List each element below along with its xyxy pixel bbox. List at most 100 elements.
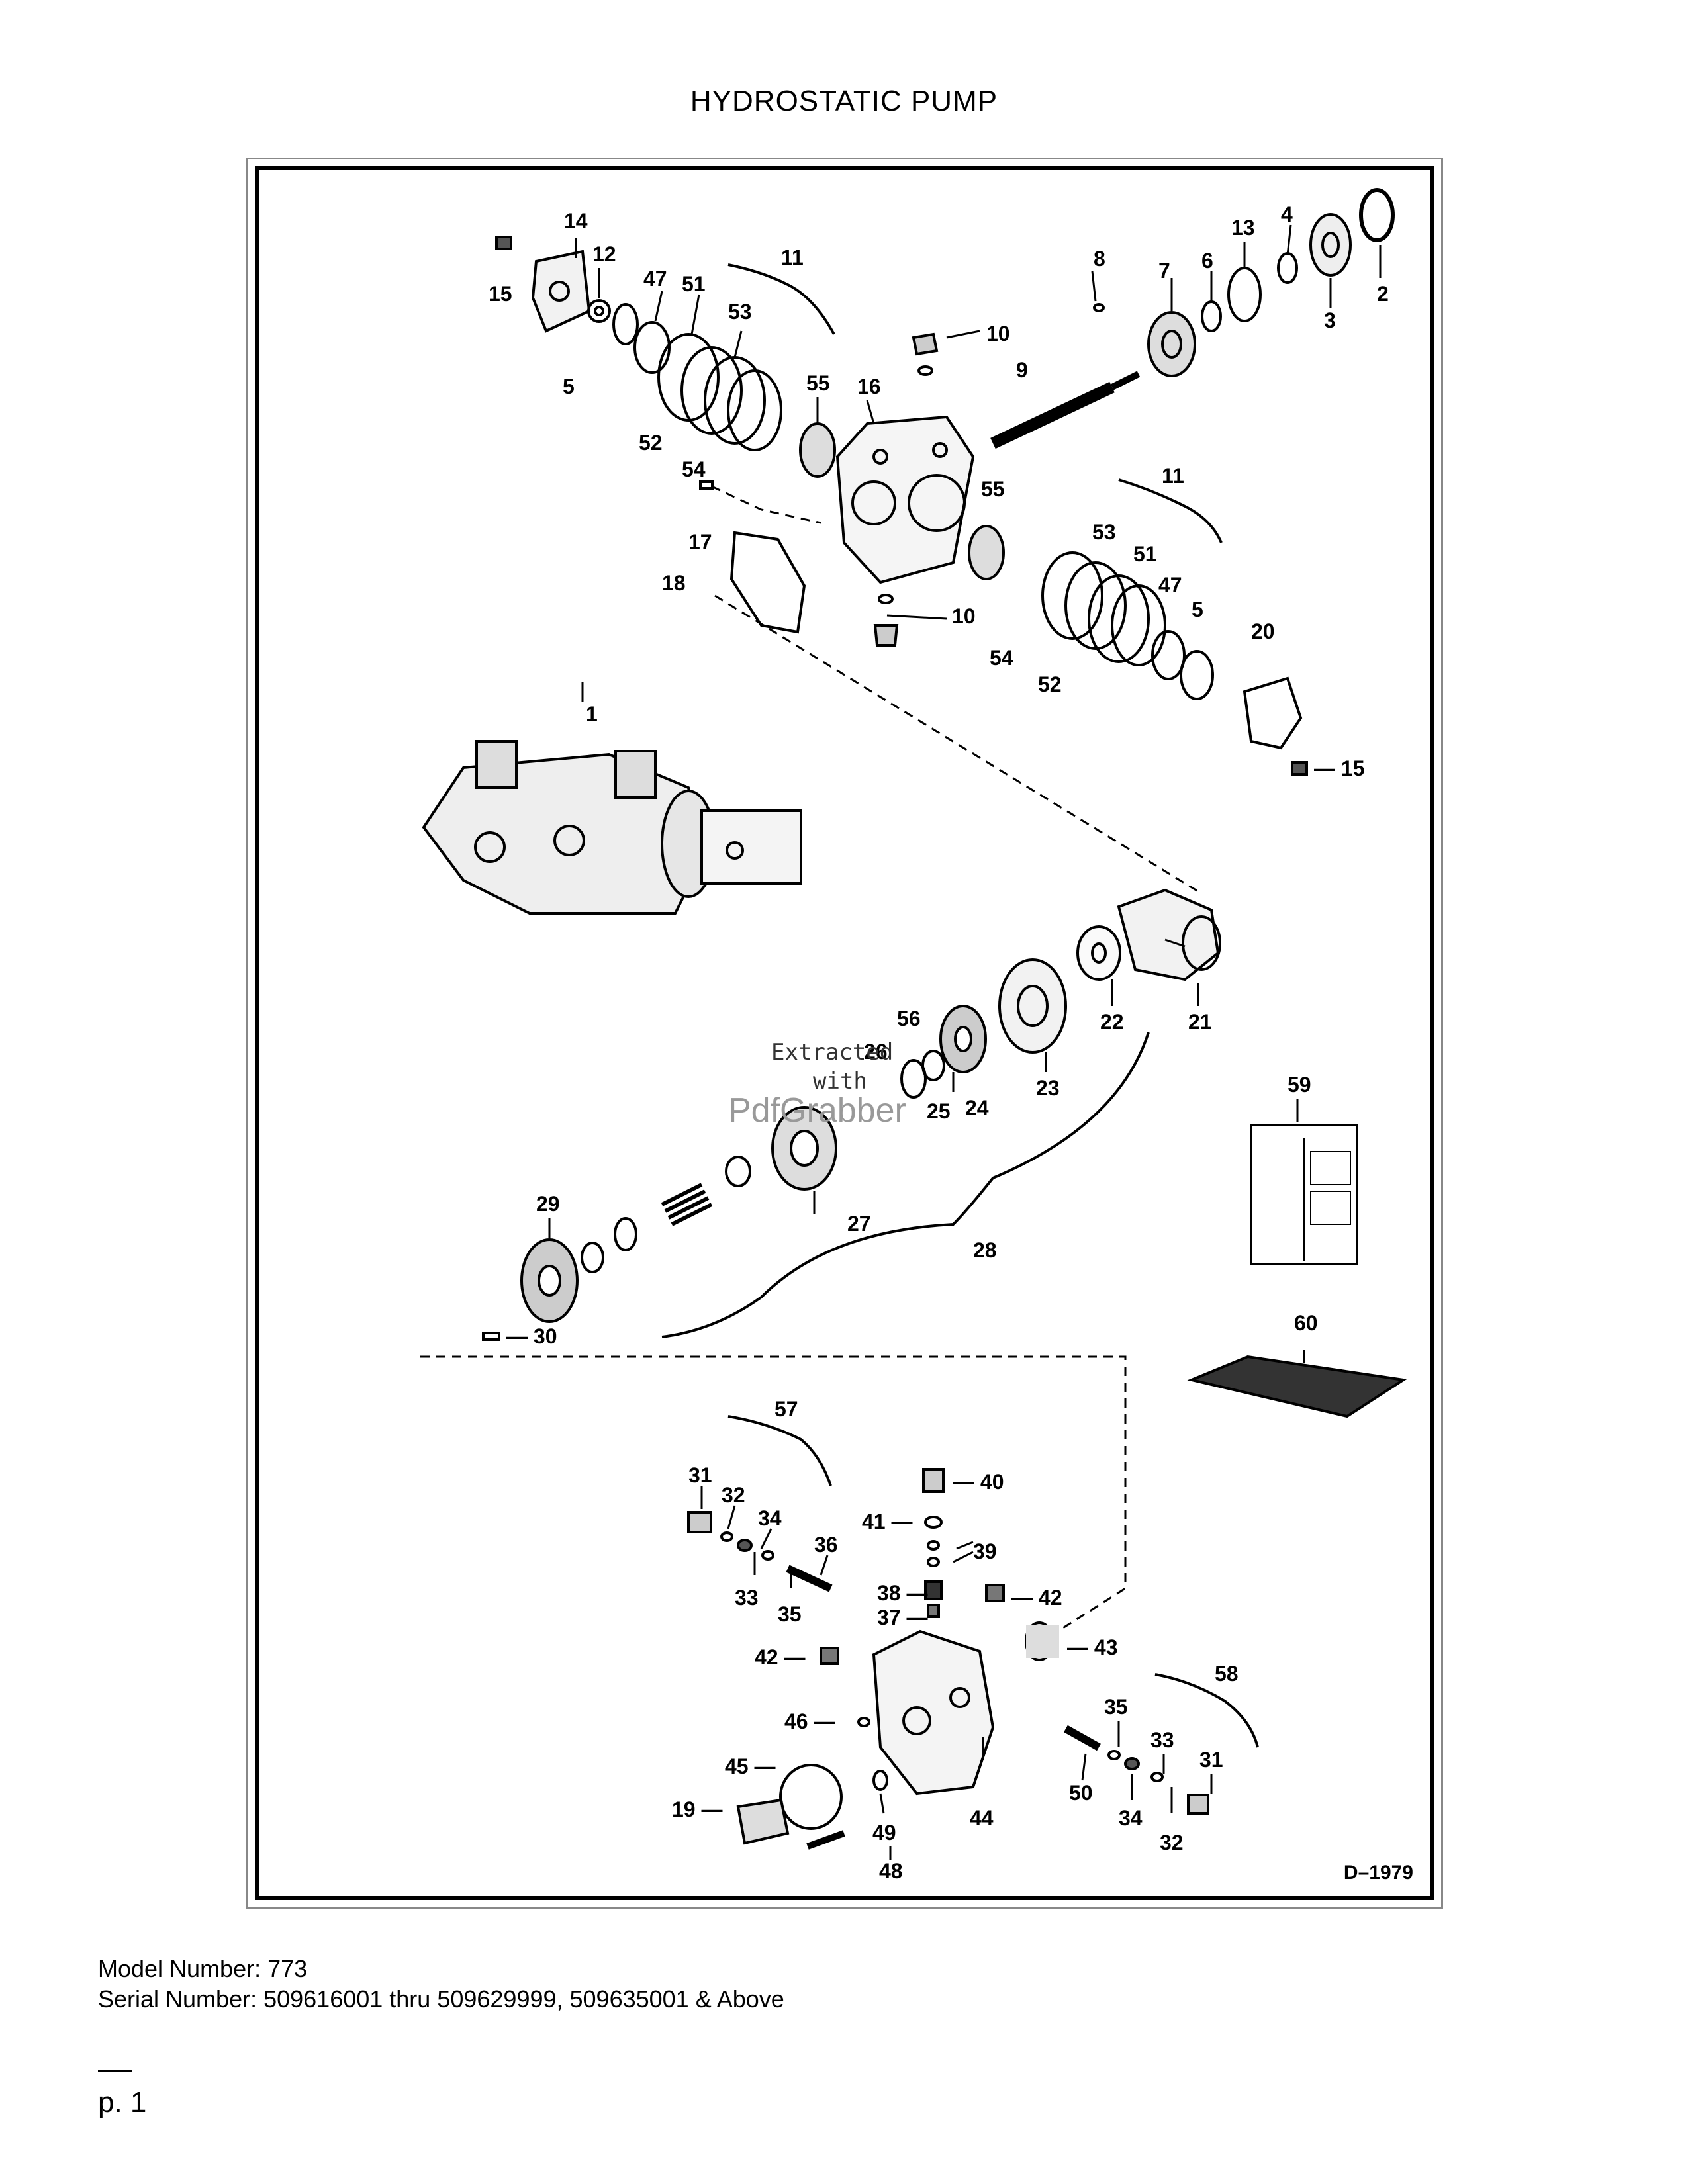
callout-51: 51 [682, 272, 706, 296]
callout-4: 4 [1281, 203, 1293, 226]
ring-56 [900, 1059, 927, 1099]
ring-41 [924, 1516, 943, 1529]
callout-10-b: 10 [952, 604, 976, 628]
callout-19: 19 — [672, 1797, 722, 1821]
ring-6 [1201, 300, 1222, 332]
callout-32-b: 32 [1160, 1831, 1184, 1854]
callout-39: 39 [973, 1539, 997, 1563]
callout-37: 37 — [877, 1606, 927, 1629]
bracket-28 [661, 1032, 1150, 1338]
callout-1: 1 [586, 702, 598, 726]
callout-22: 22 [1100, 1010, 1124, 1034]
callout-7: 7 [1158, 259, 1170, 283]
callout-34: 34 [758, 1506, 782, 1530]
callout-11: 11 [781, 246, 804, 269]
washer-mid [725, 1156, 751, 1187]
plug-31-left [687, 1511, 712, 1533]
callout-24: 24 [965, 1096, 989, 1120]
callout-15-b: — 15 [1314, 756, 1364, 780]
bolt-15-bottom [1291, 761, 1308, 776]
model-number: Model Number: 773 [98, 1955, 308, 1982]
callout-13: 13 [1231, 216, 1255, 240]
ring-47-top [633, 321, 671, 374]
callout-56: 56 [897, 1007, 921, 1030]
shaft-9 [990, 371, 1141, 449]
cylinder-block-23 [998, 958, 1067, 1054]
callout-3: 3 [1324, 308, 1336, 332]
filter-19 [736, 1798, 790, 1845]
watermark-line-3: PdfGrabber [728, 1091, 906, 1130]
callout-45: 45 — [725, 1754, 775, 1778]
ring-13 [1227, 267, 1262, 322]
callout-10: 10 [986, 322, 1010, 345]
callout-46: 46 — [784, 1709, 835, 1733]
callout-58: 58 [1215, 1662, 1239, 1686]
pump-assembly-1 [422, 740, 802, 915]
page-number: p. 1 [98, 2086, 147, 2118]
callout-18: 18 [662, 571, 686, 595]
callout-11-b: 11 [1162, 464, 1184, 488]
callout-48: 48 [879, 1859, 903, 1883]
gasket-18 [729, 531, 806, 634]
callout-54-b: 54 [990, 646, 1013, 670]
serial-number: Serial Number: 509616001 thru 509629999,… [98, 1985, 784, 2013]
callout-50: 50 [1069, 1781, 1093, 1805]
callout-52-b: 52 [1038, 672, 1062, 696]
callout-53: 53 [728, 300, 752, 324]
seal-3 [1309, 213, 1352, 277]
spring-mid [661, 1183, 713, 1226]
watermark: Extracted with PdfGrabber [728, 1038, 906, 1130]
page-title: HYDROSTATIC PUMP [690, 85, 998, 117]
callout-32: 32 [722, 1483, 745, 1507]
spring-38 [924, 1580, 943, 1600]
callout-35-b: 35 [1104, 1695, 1128, 1719]
bearing-7 [1147, 311, 1196, 377]
callout-2: 2 [1377, 282, 1389, 306]
callout-49: 49 [872, 1821, 896, 1844]
bracket-11-bottom [1118, 478, 1223, 543]
plug-42-right [985, 1584, 1005, 1602]
valve-parts-31-35-right [1064, 1725, 1209, 1815]
bearing-27 [771, 1106, 837, 1191]
bracket-58 [1154, 1673, 1259, 1748]
pin-17 [699, 480, 714, 490]
callout-33-b: 33 [1150, 1728, 1174, 1752]
callout-47: 47 [643, 267, 667, 291]
callout-55-b: 55 [981, 477, 1005, 501]
bearing-55-bottom [968, 525, 1005, 580]
callout-43: — 43 [1067, 1635, 1117, 1659]
callout-16: 16 [857, 375, 881, 398]
callout-25: 25 [927, 1099, 951, 1123]
cover-20 [1243, 676, 1303, 750]
bolt-48 [806, 1830, 845, 1850]
callout-51-b: 51 [1133, 542, 1157, 566]
footer-info: Model Number: 773 Serial Number: 5096160… [98, 1954, 784, 2015]
plug-40 [922, 1468, 945, 1493]
callout-42: — 42 [1011, 1586, 1062, 1610]
callout-31-b: 31 [1199, 1748, 1223, 1772]
watermark-line-2: with [813, 1068, 867, 1095]
plug-42-left [820, 1647, 839, 1665]
callout-5-b: 5 [1192, 598, 1203, 621]
ring-5-bottom [1180, 650, 1214, 700]
callout-41: 41 — [862, 1510, 912, 1533]
ring-49 [872, 1770, 888, 1791]
watermark-line-1: Extracted [771, 1039, 894, 1066]
cover-plate-14 [531, 250, 591, 333]
key-8 [1093, 303, 1105, 312]
oring-45 [779, 1764, 843, 1830]
callout-28: 28 [973, 1238, 997, 1262]
callout-20: 20 [1251, 619, 1275, 643]
bearing-55-top [799, 422, 836, 478]
fitting-10-top [912, 332, 939, 376]
ring-5-top [612, 303, 639, 345]
decal-60 [1187, 1355, 1407, 1418]
pin-30 [482, 1332, 500, 1341]
callout-55: 55 [806, 371, 830, 395]
callout-12: 12 [592, 242, 616, 266]
page-divider [98, 2070, 132, 2072]
ring-mid-a [614, 1217, 637, 1251]
ring-47-bottom [1151, 630, 1186, 680]
callout-14: 14 [564, 209, 588, 233]
